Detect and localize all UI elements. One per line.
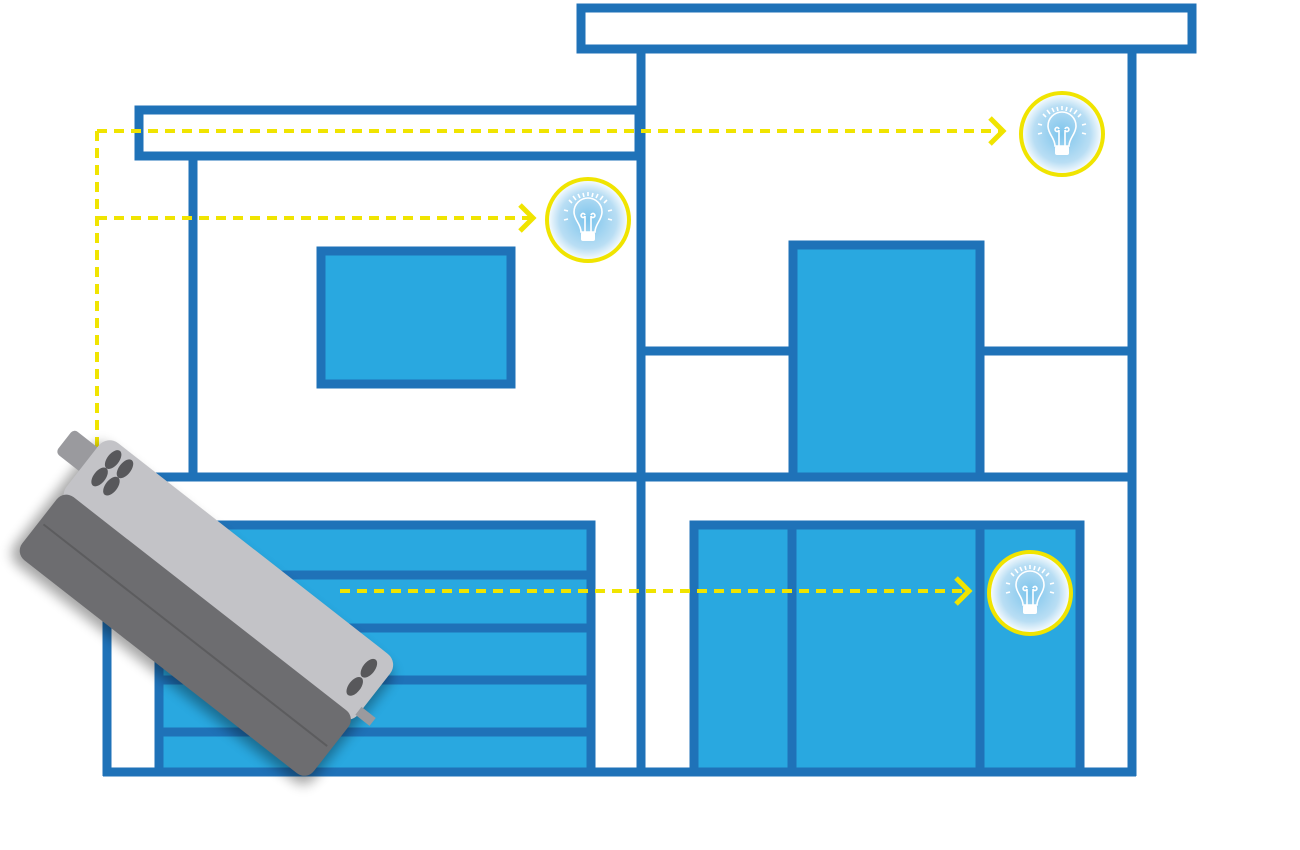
arrow-icon [518,203,537,233]
signal-paths [95,116,1007,606]
vent-holes [91,450,378,696]
lightbulb-icon [545,177,631,263]
controller-device [11,430,394,785]
device-connector [355,706,376,726]
left-window [316,246,516,389]
upper-roof [576,3,1197,54]
device-top-face [63,440,394,720]
lightbulb-icon [987,550,1073,636]
upper-door [788,240,985,482]
arrow-icon [988,116,1007,146]
arrow-icon [954,576,973,606]
lightbulb-icon [1019,91,1105,177]
house-outline [102,3,1197,777]
